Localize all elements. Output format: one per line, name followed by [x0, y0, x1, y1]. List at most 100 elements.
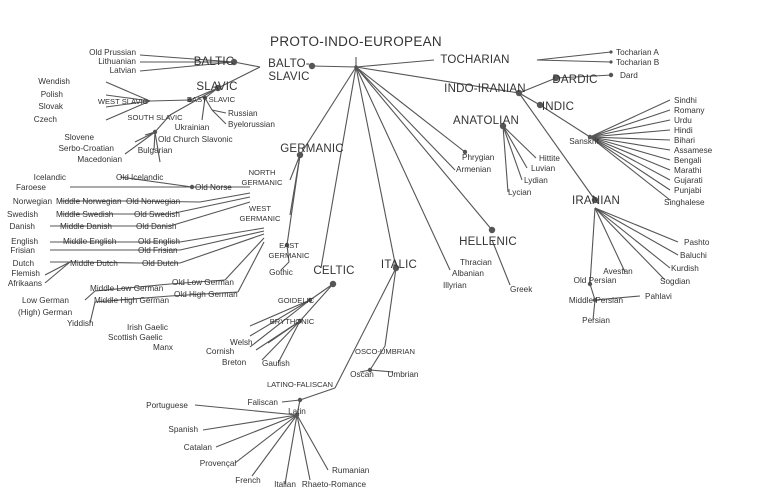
node-iranian: IRANIAN [572, 195, 620, 207]
node-spanish: Spanish [168, 425, 198, 434]
tree-edge [555, 74, 613, 79]
node-pashto: Pashto [684, 238, 710, 247]
node-czech: Czech [34, 115, 58, 124]
tree-edge [84, 290, 96, 301]
node-east-germanic-1: EAST [279, 241, 299, 250]
node-rumanian: Rumanian [332, 466, 370, 475]
node-kurdish: Kurdish [671, 264, 699, 273]
tree-edge [355, 66, 493, 231]
node-middle-norwegian: Middle Norwegian [56, 197, 122, 206]
node-tocharian: TOCHARIAN [440, 54, 509, 66]
tree-edge [169, 87, 219, 116]
node-breton: Breton [222, 358, 247, 367]
tree-edge [134, 131, 156, 143]
tree-edge [154, 131, 161, 163]
branch-point [187, 97, 193, 103]
tree-edge [369, 345, 386, 371]
tree-edge [280, 261, 290, 271]
node-norwegian: Norwegian [13, 197, 53, 206]
node-middle-swedish: Middle Swedish [56, 210, 114, 219]
tree-edge [204, 97, 213, 111]
node-danish: Danish [10, 222, 36, 231]
node-west-germanic-2: GERMANIC [240, 214, 281, 223]
branch-point [329, 280, 337, 288]
tree-edge [299, 387, 336, 401]
branch-point [307, 297, 313, 303]
node-faroese: Faroese [16, 183, 46, 192]
tree-edge [217, 66, 261, 89]
tree-edge [320, 66, 357, 269]
branch-point [536, 101, 544, 109]
node-balto-slavic-2: SLAVIC [268, 71, 309, 83]
branch-point [214, 84, 222, 92]
node-tocharian-b: Tocharian B [616, 58, 660, 67]
tree-edge [594, 207, 671, 269]
node-sanskrit: Sanskrit [569, 137, 599, 146]
node-middle-english: Middle English [63, 237, 117, 246]
tree-edge [355, 66, 451, 271]
tree-edge [502, 125, 509, 193]
node-anatolian: ANATOLIAN [453, 115, 519, 127]
node-wendish: Wendish [38, 77, 70, 86]
tree-edge [309, 283, 334, 301]
node-frisian: Frisian [10, 246, 35, 255]
node-portuguese: Portuguese [146, 401, 188, 410]
node-south-slavic: SOUTH SLAVIC [127, 113, 183, 122]
tree-edge [536, 59, 612, 63]
node-middle-high-german: Middle High German [94, 296, 170, 305]
tree-edge [215, 414, 298, 448]
node-east-slavic: EAST SLAVIC [187, 95, 236, 104]
branch-point [354, 65, 358, 69]
tree-edge [286, 244, 290, 263]
branch-point [367, 367, 373, 373]
node-thracian: Thracian [460, 258, 492, 267]
node-lydian: Lydian [524, 176, 548, 185]
node-bengali: Bengali [674, 156, 701, 165]
tree-edge [589, 109, 671, 138]
tree-edge [518, 92, 541, 106]
node-catalan: Catalan [184, 443, 213, 452]
node-north-germanic-1: NORTH [249, 168, 276, 177]
node-old-icelandic: Old Icelandic [116, 173, 163, 182]
tree-edge [179, 230, 265, 251]
node-serbo-croatian: Serbo-Croatian [58, 144, 114, 153]
tree-edge [194, 404, 298, 416]
tree-edge [589, 99, 671, 138]
tree-edge [202, 414, 298, 431]
node-bihari: Bihari [674, 136, 695, 145]
tree-edge [251, 414, 298, 477]
tree-edge [169, 291, 239, 297]
tree-edge [589, 283, 596, 301]
node-slovak: Slovak [38, 102, 63, 111]
tree-edge [594, 207, 679, 256]
node-persian: Persian [582, 316, 610, 325]
node-dutch: Dutch [13, 259, 35, 268]
tree-edge [44, 261, 71, 276]
tree-edge [139, 54, 235, 63]
tree-edge [201, 97, 206, 121]
node-provencal: Provençal [200, 459, 237, 468]
tree-edge [311, 65, 357, 68]
node-east-germanic-2: GERMANIC [269, 251, 310, 260]
branch-point [609, 50, 613, 54]
tree-edge [334, 267, 397, 389]
node-old-persian: Old Persian [574, 276, 617, 285]
tree-edge [384, 267, 397, 347]
tree-edge [233, 61, 261, 68]
node-illyrian: Illyrian [443, 281, 467, 290]
branch-point [592, 297, 598, 303]
node-latin: Latin [288, 407, 306, 416]
tree-edge [105, 100, 151, 108]
branch-point [297, 318, 303, 324]
tree-edge [355, 66, 520, 94]
node-avestan: Avestan [603, 267, 633, 276]
node-singhalese: Singhalese [664, 198, 705, 207]
tree-edge [502, 125, 537, 159]
node-old-frisian: Old Frisian [138, 246, 178, 255]
tree-edge [518, 77, 557, 94]
node-rhaeto-romance: Rhaeto-Romance [302, 480, 367, 489]
node-assamese: Assamese [674, 146, 713, 155]
node-dard: Dard [620, 71, 638, 80]
tree-edge [211, 109, 227, 125]
